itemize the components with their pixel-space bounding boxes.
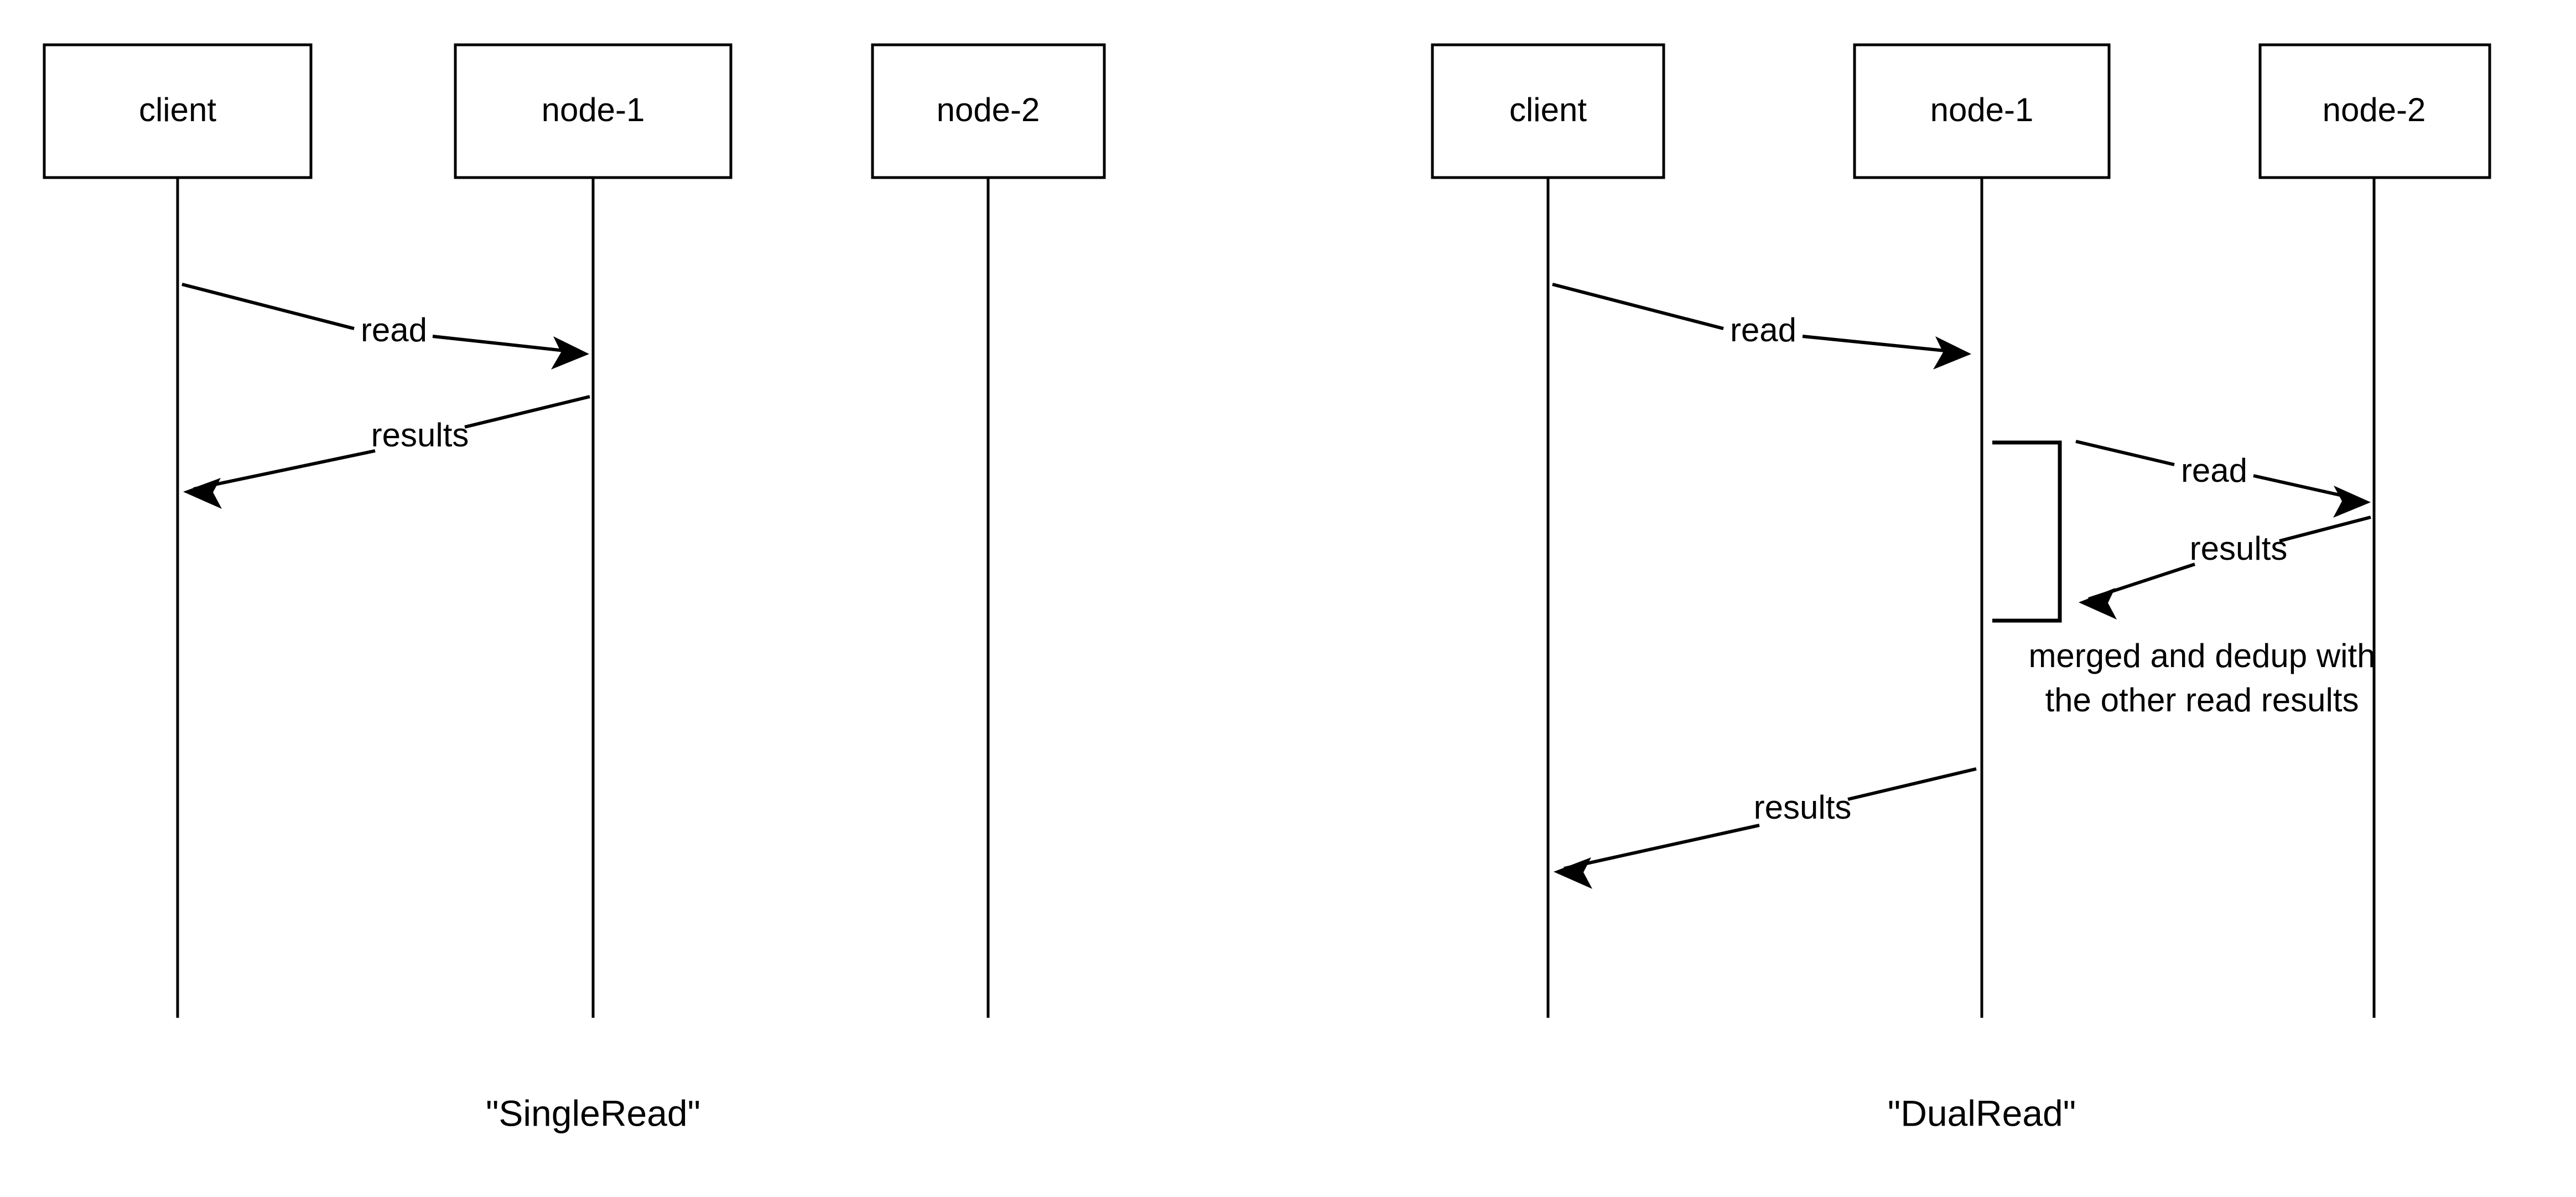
arrow-head-results-r3 — [2079, 588, 2117, 620]
participant-box-node1-right[interactable] — [1853, 43, 2111, 179]
participant-label-node2-right: node-2 — [2323, 91, 2426, 128]
activation-bracket-node1 — [1992, 440, 2062, 623]
participant-box-client-right[interactable] — [1431, 43, 1665, 179]
message-results-node1-to-client[interactable]: results — [183, 395, 590, 509]
message-read-node1-to-node2[interactable]: read — [2075, 440, 2371, 518]
arrow-head-results-r4 — [1554, 857, 1592, 889]
message-label-read-r2: read — [2181, 452, 2247, 489]
participant-node2-left[interactable]: node-2 — [871, 43, 1106, 179]
arrow-head-read-r2 — [2333, 486, 2371, 518]
note-line-1: merged and dedup with — [2028, 637, 2375, 674]
panel-single-read: client node-1 node-2 read — [43, 43, 1106, 1133]
panel-dual-read: client node-1 node-2 read — [1431, 43, 2491, 1133]
note-merged-dedup: merged and dedup with the other read res… — [2028, 637, 2375, 719]
message-line-read-r1-seg1 — [1552, 283, 1724, 330]
message-line-read-r1-seg2 — [1802, 335, 1962, 354]
participant-node2-right[interactable]: node-2 — [2258, 43, 2491, 179]
participant-node1-left[interactable]: node-1 — [454, 43, 733, 179]
arrow-head-read-left — [551, 336, 589, 369]
message-label-results-r4: results — [1754, 789, 1852, 826]
message-label-results-r3: results — [2190, 530, 2288, 567]
message-line-read-left-seg2 — [432, 335, 580, 354]
participant-box-client[interactable] — [43, 43, 313, 179]
message-line-results-r3-seg1 — [2279, 516, 2371, 543]
participant-label-node1-right: node-1 — [1930, 91, 2034, 128]
message-line-results-left-seg2 — [193, 449, 376, 491]
participant-label-node2: node-2 — [937, 91, 1040, 128]
message-read-client-to-node1-right[interactable]: read — [1552, 283, 1971, 369]
message-label-read-left: read — [361, 311, 427, 348]
message-label-read-r1: read — [1730, 311, 1796, 348]
message-read-client-to-node1[interactable]: read — [181, 283, 589, 369]
message-line-results-r4-seg2 — [1564, 824, 1760, 870]
participant-box-node1[interactable] — [454, 43, 733, 179]
participant-client-right[interactable]: client — [1431, 43, 1665, 179]
participant-label-node1: node-1 — [542, 91, 645, 128]
message-line-results-left-seg1 — [464, 395, 590, 429]
message-line-read-r2-seg1 — [2075, 440, 2175, 466]
note-line-2: the other read results — [2045, 681, 2359, 719]
message-results-node2-to-node1[interactable]: results — [2079, 516, 2371, 620]
message-line-results-r4-seg1 — [1847, 767, 1977, 801]
message-label-results-left: results — [371, 417, 469, 454]
message-results-node1-to-client-right[interactable]: results — [1554, 767, 1977, 889]
arrow-head-read-r1 — [1933, 336, 1971, 369]
participant-box-node2-right[interactable] — [2258, 43, 2491, 179]
panel-caption-single-read: "SingleRead" — [486, 1092, 700, 1133]
participant-label-client: client — [139, 91, 216, 128]
participant-node1-right[interactable]: node-1 — [1853, 43, 2111, 179]
participant-label-client-right: client — [1509, 91, 1587, 128]
message-line-read-left-seg1 — [181, 283, 355, 330]
arrow-head-results-left — [183, 478, 222, 509]
participant-box-node2[interactable] — [871, 43, 1106, 179]
panel-caption-dual-read: "DualRead" — [1888, 1092, 2076, 1133]
participant-client-left[interactable]: client — [43, 43, 313, 179]
